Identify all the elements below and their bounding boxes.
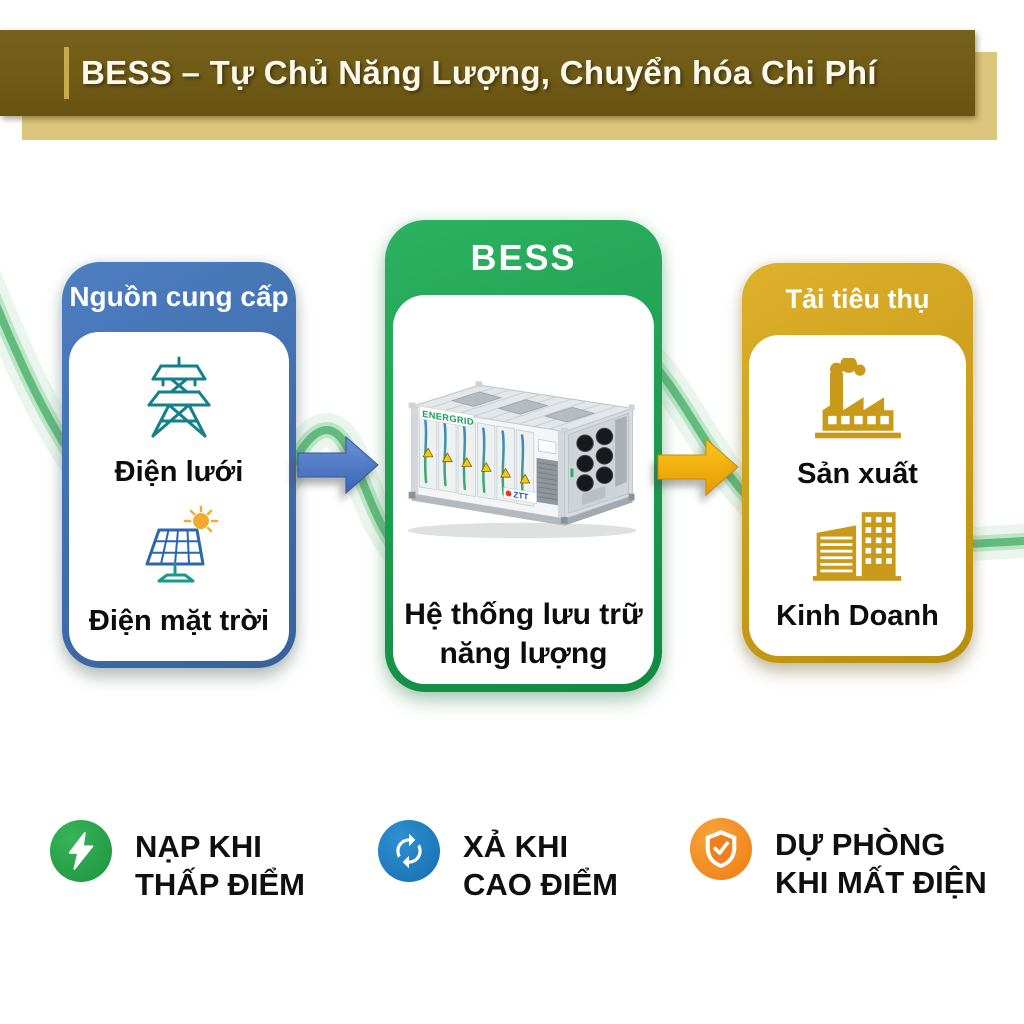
card-load: Tải tiêu thụ Sản xuất bbox=[742, 263, 973, 663]
title-accent-bar bbox=[64, 47, 69, 99]
arrow-bess-to-load-icon bbox=[657, 437, 739, 497]
benefit-backup-outage: DỰ PHÒNG KHI MẤT ĐIỆN bbox=[690, 818, 987, 902]
benefit-discharge-peak: XẢ KHI CAO ĐIỂM bbox=[378, 820, 618, 904]
benefit-discharge-label: XẢ KHI CAO ĐIỂM bbox=[463, 828, 618, 904]
page-title: BESS – Tự Chủ Năng Lượng, Chuyển hóa Chi… bbox=[81, 54, 877, 91]
card-bess-header: BESS bbox=[470, 236, 577, 278]
factory-icon bbox=[810, 357, 906, 442]
benefit-backup-label: DỰ PHÒNG KHI MẤT ĐIỆN bbox=[775, 826, 987, 902]
container-logo-text: ZTT bbox=[513, 489, 528, 501]
card-bess-body: ENERGRID ZTT bbox=[393, 295, 654, 684]
card-load-body: Sản xuất bbox=[749, 335, 966, 656]
benefit-discharge-line2: CAO ĐIỂM bbox=[463, 867, 618, 902]
supply-item-label-solar: Điện mặt trời bbox=[88, 605, 270, 637]
benefit-charge-label: NẠP KHI THẤP ĐIỂM bbox=[135, 828, 305, 904]
title-banner: BESS – Tự Chủ Năng Lượng, Chuyển hóa Chi… bbox=[0, 30, 975, 116]
transmission-tower-icon bbox=[138, 355, 220, 439]
benefit-charge-line2: THẤP ĐIỂM bbox=[135, 867, 305, 902]
benefit-backup-line2: KHI MẤT ĐIỆN bbox=[775, 865, 987, 900]
benefit-backup-line1: DỰ PHÒNG bbox=[775, 827, 946, 862]
supply-item-label-grid: Điện lưới bbox=[114, 456, 244, 488]
benefit-charge-line1: NẠP KHI bbox=[135, 829, 262, 864]
arrow-supply-to-bess-icon bbox=[297, 435, 379, 495]
load-item-label-production: Sản xuất bbox=[797, 458, 918, 491]
card-supply: Nguồn cung cấp Điện lưới bbox=[62, 262, 296, 668]
benefit-charge-offpeak: NẠP KHI THẤP ĐIỂM bbox=[50, 820, 305, 904]
shield-check-icon bbox=[690, 818, 752, 880]
solar-panel-icon bbox=[133, 506, 225, 588]
card-supply-body: Điện lưới bbox=[69, 332, 289, 661]
bess-caption: Hệ thống lưu trữ năng lượng bbox=[404, 598, 643, 670]
lightning-icon bbox=[50, 820, 112, 882]
card-load-header: Tải tiêu thụ bbox=[785, 283, 930, 314]
battery-container-image: ENERGRID ZTT bbox=[407, 381, 636, 539]
card-supply-header: Nguồn cung cấp bbox=[69, 281, 289, 312]
load-item-label-business: Kinh Doanh bbox=[776, 600, 939, 633]
office-buildings-icon bbox=[811, 508, 905, 584]
card-bess: BESS bbox=[385, 220, 662, 692]
benefit-discharge-line1: XẢ KHI bbox=[463, 829, 569, 864]
sync-icon bbox=[378, 820, 440, 882]
